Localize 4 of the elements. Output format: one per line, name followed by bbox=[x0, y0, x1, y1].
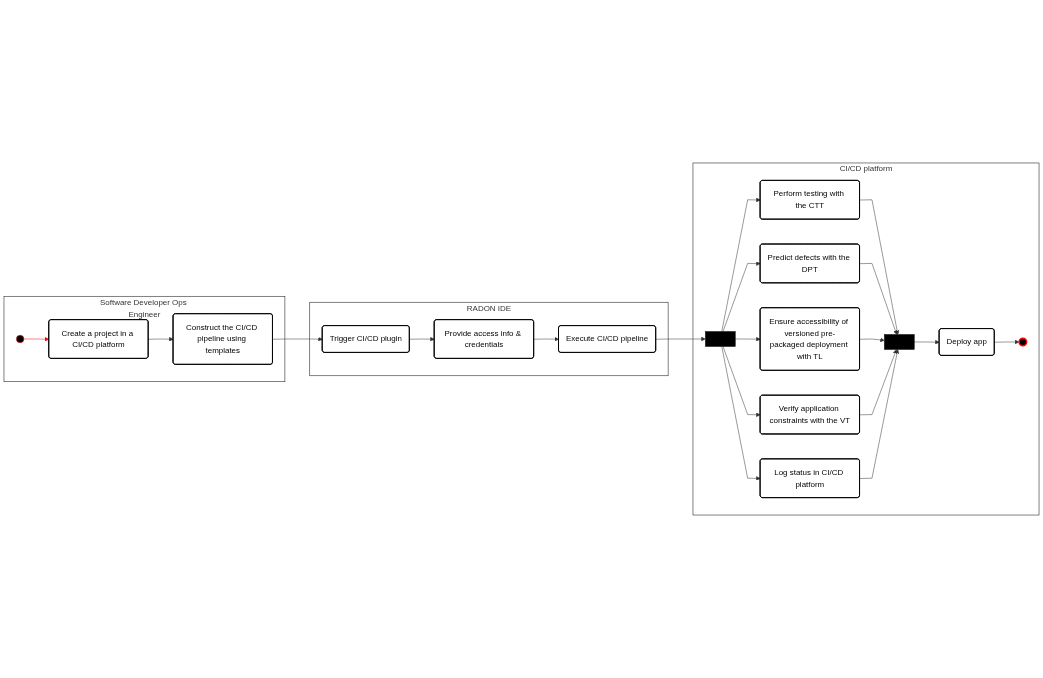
node-bar bbox=[705, 331, 736, 347]
node-circle bbox=[1018, 337, 1028, 347]
node-circle bbox=[16, 335, 25, 343]
node-bar bbox=[884, 334, 915, 350]
